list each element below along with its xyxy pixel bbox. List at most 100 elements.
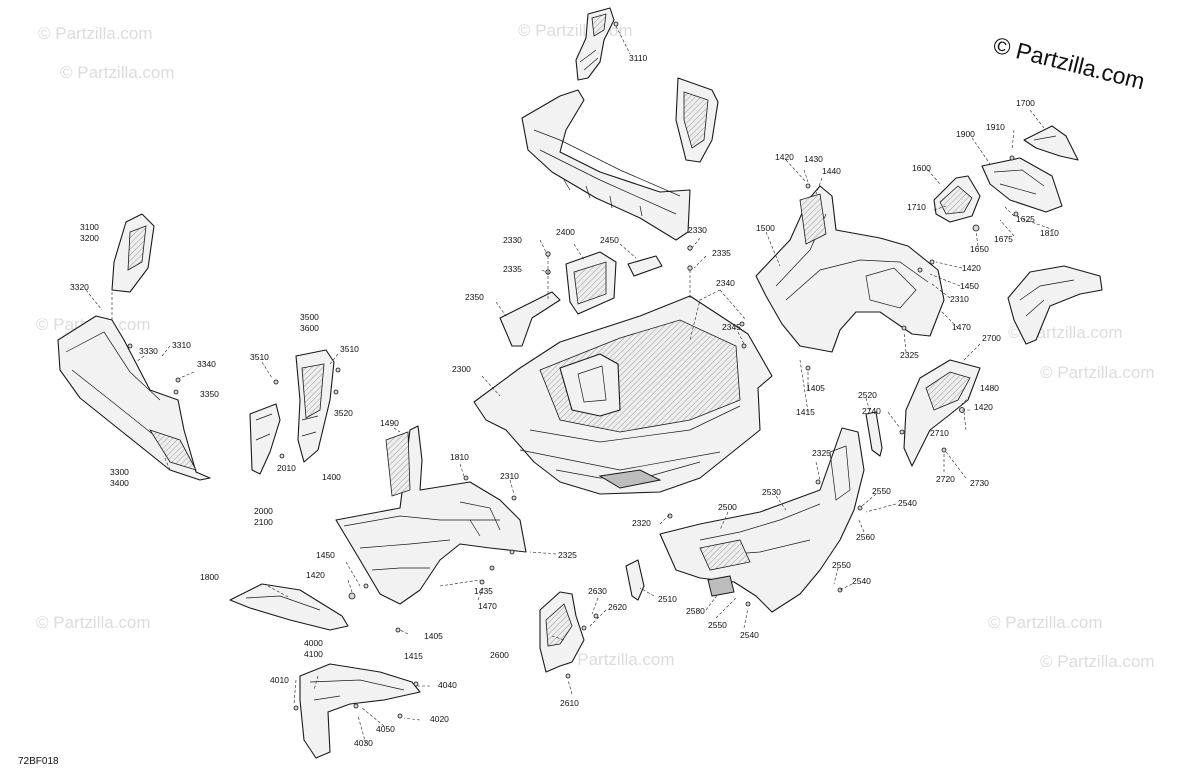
callout-1430[interactable]: 1430 xyxy=(804,154,823,164)
callout-2450[interactable]: 2450 xyxy=(600,235,619,245)
callout-2000[interactable]: 2000 xyxy=(254,506,273,516)
callout-3340[interactable]: 3340 xyxy=(197,359,216,369)
callout-1675[interactable]: 1675 xyxy=(994,234,1013,244)
callout-2550-bottom[interactable]: 2550 xyxy=(708,620,727,630)
callout-2510[interactable]: 2510 xyxy=(658,594,677,604)
callout-2580[interactable]: 2580 xyxy=(686,606,705,616)
callout-1810-right[interactable]: 1810 xyxy=(1040,228,1059,238)
callout-1650[interactable]: 1650 xyxy=(970,244,989,254)
part-2700-drawing xyxy=(899,359,981,467)
callout-2010[interactable]: 2010 xyxy=(277,463,296,473)
callout-1420-far-right[interactable]: 1420 xyxy=(974,402,993,412)
callout-1405-right[interactable]: 1405 xyxy=(806,383,825,393)
callout-2700[interactable]: 2700 xyxy=(982,333,1001,343)
callout-1710[interactable]: 1710 xyxy=(907,202,926,212)
callout-1700[interactable]: 1700 xyxy=(1016,98,1035,108)
callout-3300[interactable]: 3300 xyxy=(110,467,129,477)
callout-3510-left[interactable]: 3510 xyxy=(250,352,269,362)
callout-4010[interactable]: 4010 xyxy=(270,675,289,685)
callout-2610[interactable]: 2610 xyxy=(560,698,579,708)
callout-3600[interactable]: 3600 xyxy=(300,323,319,333)
callout-2550-mid[interactable]: 2550 xyxy=(872,486,891,496)
callout-2530[interactable]: 2530 xyxy=(762,487,781,497)
callout-2730[interactable]: 2730 xyxy=(970,478,989,488)
callout-1440[interactable]: 1440 xyxy=(822,166,841,176)
callout-2550-low[interactable]: 2550 xyxy=(832,560,851,570)
watermark: © Partzilla.com xyxy=(1040,652,1155,671)
callout-2500[interactable]: 2500 xyxy=(718,502,737,512)
callout-3110[interactable]: 3110 xyxy=(629,53,648,63)
callout-2340[interactable]: 2340 xyxy=(716,278,735,288)
callout-1910[interactable]: 1910 xyxy=(986,122,1005,132)
callout-2300[interactable]: 2300 xyxy=(452,364,471,374)
callout-1415-left[interactable]: 1415 xyxy=(404,651,423,661)
callout-4020[interactable]: 4020 xyxy=(430,714,449,724)
callout-4050[interactable]: 4050 xyxy=(376,724,395,734)
callout-2330-left[interactable]: 2330 xyxy=(503,235,522,245)
callout-1800[interactable]: 1800 xyxy=(200,572,219,582)
callout-2600[interactable]: 2600 xyxy=(490,650,509,660)
callout-1450-left[interactable]: 1450 xyxy=(316,550,335,560)
callout-2330-right[interactable]: 2330 xyxy=(688,225,707,235)
callout-4040[interactable]: 4040 xyxy=(438,680,457,690)
callout-2310-left[interactable]: 2310 xyxy=(500,471,519,481)
callout-2710[interactable]: 2710 xyxy=(930,428,949,438)
callout-3200[interactable]: 3200 xyxy=(80,233,99,243)
callout-1600[interactable]: 1600 xyxy=(912,163,931,173)
callout-1900[interactable]: 1900 xyxy=(956,129,975,139)
callout-2520[interactable]: 2520 xyxy=(858,390,877,400)
callout-1420-left[interactable]: 1420 xyxy=(306,570,325,580)
callout-4100[interactable]: 4100 xyxy=(304,649,323,659)
callout-1470-right[interactable]: 1470 xyxy=(952,322,971,332)
callout-2540-bottom[interactable]: 2540 xyxy=(740,630,759,640)
callout-2540-low[interactable]: 2540 xyxy=(852,576,871,586)
callout-2100[interactable]: 2100 xyxy=(254,517,273,527)
callout-3100[interactable]: 3100 xyxy=(80,222,99,232)
callout-3400[interactable]: 3400 xyxy=(110,478,129,488)
callout-2540-mid[interactable]: 2540 xyxy=(898,498,917,508)
callout-1450-right[interactable]: 1450 xyxy=(960,281,979,291)
callout-2630[interactable]: 2630 xyxy=(588,586,607,596)
callout-2350[interactable]: 2350 xyxy=(465,292,484,302)
callout-2325-left[interactable]: 2325 xyxy=(558,550,577,560)
callout-2335-right[interactable]: 2335 xyxy=(712,248,731,258)
callout-2620[interactable]: 2620 xyxy=(608,602,627,612)
callout-3310[interactable]: 3310 xyxy=(172,340,191,350)
callout-1420-top[interactable]: 1420 xyxy=(775,152,794,162)
callout-2325-mid[interactable]: 2325 xyxy=(812,448,831,458)
callout-2560[interactable]: 2560 xyxy=(856,532,875,542)
callout-1470-left[interactable]: 1470 xyxy=(478,601,497,611)
callout-3510-right[interactable]: 3510 xyxy=(340,344,359,354)
callout-1490[interactable]: 1490 xyxy=(380,418,399,428)
callout-1810[interactable]: 1810 xyxy=(450,452,469,462)
callout-4030[interactable]: 4030 xyxy=(354,738,373,748)
callout-1405-left[interactable]: 1405 xyxy=(424,631,443,641)
callout-1625[interactable]: 1625 xyxy=(1016,214,1035,224)
watermark: © Partzilla.com xyxy=(36,613,151,632)
callout-1420-right[interactable]: 1420 xyxy=(962,263,981,273)
callout-2310-right[interactable]: 2310 xyxy=(950,294,969,304)
callout-3320[interactable]: 3320 xyxy=(70,282,89,292)
diagram-code: 72BF018 xyxy=(18,756,59,767)
callout-3350[interactable]: 3350 xyxy=(200,389,219,399)
part-2500-drawing xyxy=(659,427,865,613)
callout-2720[interactable]: 2720 xyxy=(936,474,955,484)
callout-2400[interactable]: 2400 xyxy=(556,227,575,237)
part-upper-right-panel xyxy=(675,77,719,163)
callout-4000[interactable]: 4000 xyxy=(304,638,323,648)
callout-1400[interactable]: 1400 xyxy=(322,472,341,482)
callout-2320[interactable]: 2320 xyxy=(632,518,651,528)
callout-1415-right[interactable]: 1415 xyxy=(796,407,815,417)
callout-1435[interactable]: 1435 xyxy=(474,586,493,596)
callout-1500[interactable]: 1500 xyxy=(756,223,775,233)
part-1400-drawing xyxy=(335,425,527,605)
callout-3520[interactable]: 3520 xyxy=(334,408,353,418)
callout-1480[interactable]: 1480 xyxy=(980,383,999,393)
callout-2325-right[interactable]: 2325 xyxy=(900,350,919,360)
callout-3500[interactable]: 3500 xyxy=(300,312,319,322)
callout-2335-left[interactable]: 2335 xyxy=(503,264,522,274)
callout-3330[interactable]: 3330 xyxy=(139,346,158,356)
callout-2740[interactable]: 2740 xyxy=(862,406,881,416)
part-2520-drawing xyxy=(865,411,883,457)
callout-2345[interactable]: 2345 xyxy=(722,322,741,332)
